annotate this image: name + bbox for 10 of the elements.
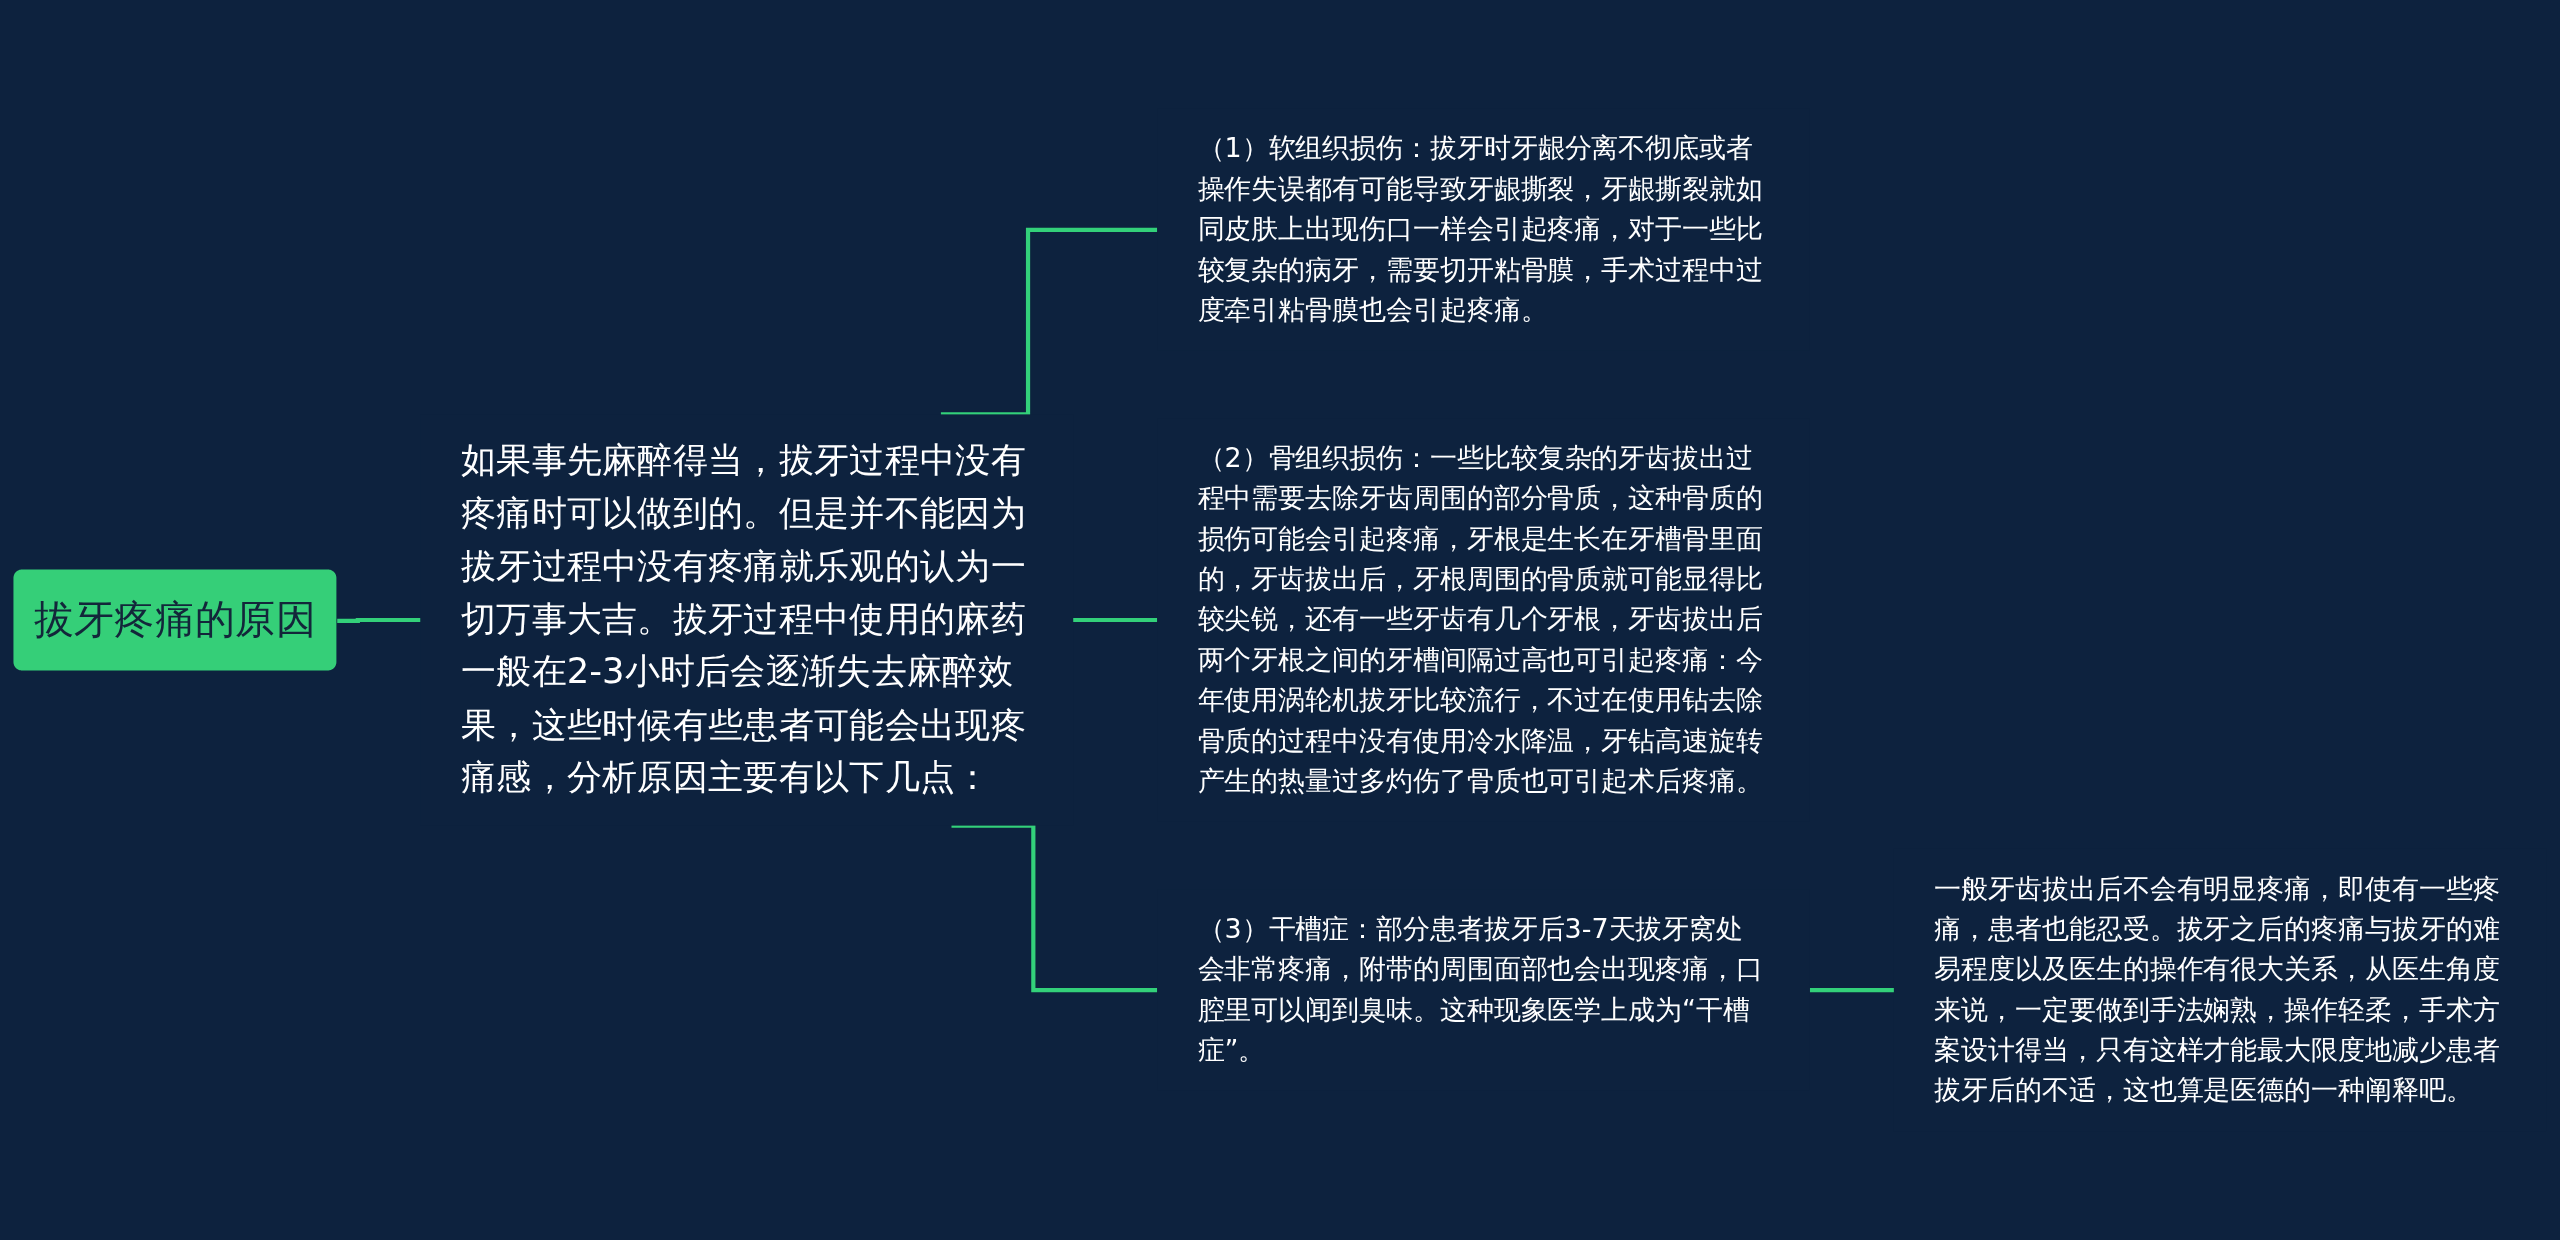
node-text: （1）软组织损伤：拔牙时牙龈分离不彻底或者操作失误都有可能导致牙龈撕裂，牙龈撕裂就如同皮肤上出现伤口一样会引起疼痛，对于一些比较复杂的病牙，需要切开粘骨膜，手术过程中过度牵引粘骨膜也会引起疼痛。 [1197,132,1763,326]
connector [1809,987,1894,993]
node-text: （2）骨组织损伤：一些比较复杂的牙齿拔出过程中需要去除牙齿周围的部分骨质，这种骨质的损伤可能会引起疼痛，牙根是生长在牙槽骨里面的，牙齿拔出后，牙根周围的骨质就可能显得比较尖锐，还有一些牙齿有几个牙根，牙齿拔出后两个牙根之间的牙槽间隔过高也可引起疼痛：今年使用涡轮机拔牙比较流行，不过在使用钻去除骨质的过程中没有使用冷水降温，牙钻高速旋转产生的热量过多灼伤了骨质也可引起术后疼痛。 [1197,441,1763,797]
connector [951,823,1158,993]
node-text: （3）干槽症：部分患者拔牙后3-7天拔牙窝处会非常疼痛，附带的周围面部也会出现疼痛，口腔里可以闻到臭味。这种现象医学上成为“干槽症”。 [1197,912,1763,1066]
connector [1073,617,1158,623]
node-text: 一般牙齿拔出后不会有明显疼痛，即使有一些疼痛，患者也能忍受。拔牙之后的疼痛与拔牙的难易程度以及医生的操作有很大关系，从医生角度来说，一定要做到手法娴熟，操作轻柔，手术方案设计得当，只有这样才能最大限度地减少患者拔牙后的不适，这也算是医德的一种阐释吧。 [1934,872,2500,1107]
node-box: 拔牙疼痛的原因 [13,569,337,671]
connector [940,227,1158,417]
connector [337,617,421,623]
